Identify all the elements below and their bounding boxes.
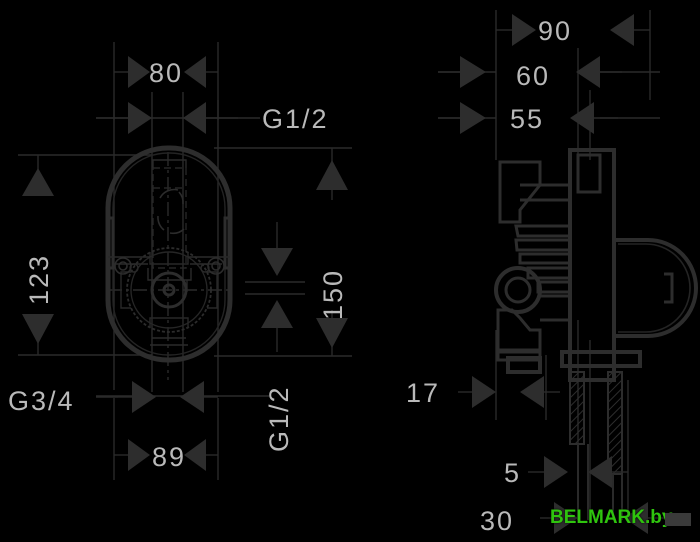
dimension-inner-top: [96, 102, 238, 134]
dimension-5: [528, 456, 628, 488]
dimension-123: [22, 155, 54, 355]
dimension-label-89: 89: [152, 442, 186, 472]
dimension-label-5: 5: [504, 458, 521, 488]
dimension-150: [316, 148, 348, 356]
dimension-89: [113, 398, 219, 480]
front-view-cartridge-arc-marks: [157, 188, 185, 235]
front-view-extension-lines: [18, 42, 352, 397]
thread-label-g12-top: G1/2: [262, 104, 329, 134]
dimension-17: [458, 376, 560, 408]
front-view-group: [18, 10, 698, 534]
side-view-body-profile: [494, 148, 616, 382]
dimension-g34-arrows: [96, 381, 218, 413]
front-view-mounting-holes: [114, 257, 225, 275]
dimension-label-55: 55: [510, 104, 544, 134]
dimension-90: [496, 14, 650, 46]
dimension-55: [438, 102, 618, 134]
dimension-60: [438, 56, 622, 88]
thread-label-g34-left: G3/4: [8, 386, 75, 416]
dimension-label-90: 90: [538, 16, 572, 46]
side-view-dome-cap: [614, 238, 698, 338]
watermark-block: [665, 513, 691, 526]
belmark-watermark: BELMARK.by: [550, 507, 673, 528]
front-view-boss-lugs: [120, 252, 218, 328]
dimension-label-60: 60: [516, 61, 550, 91]
dimension-label-30: 30: [480, 506, 514, 536]
dimension-label-17: 17: [406, 378, 440, 408]
front-view-body-outline: [105, 145, 233, 363]
side-view-top-plate: [506, 350, 642, 374]
dimension-middle-arrows-right: [245, 222, 305, 352]
front-view-cartridge-outline: [152, 167, 187, 269]
dimension-80: [114, 56, 218, 88]
dimension-label-150: 150: [318, 269, 348, 320]
thread-label-g12-bottom: G1/2: [264, 385, 294, 452]
dimension-label-123: 123: [24, 254, 54, 305]
dimension-30: [540, 502, 664, 534]
side-view-threaded-stems: [569, 371, 623, 520]
front-view-boss-circles: [126, 247, 212, 333]
dimension-label-80: 80: [149, 58, 183, 88]
